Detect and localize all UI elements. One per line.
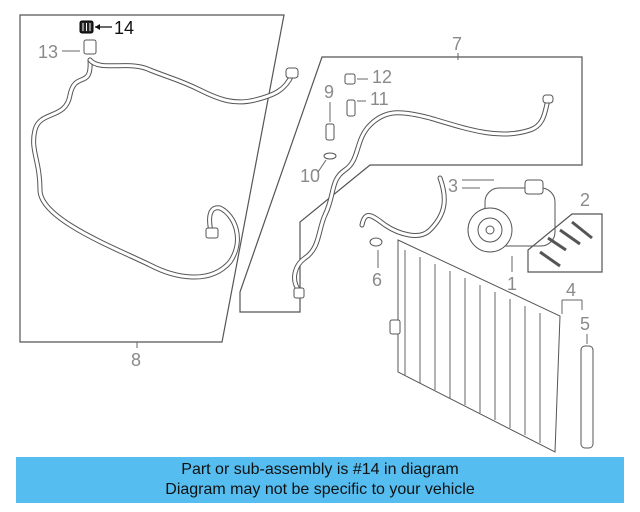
callout-5: 5	[580, 314, 590, 334]
condenser	[389, 239, 561, 453]
callout-10: 10	[300, 166, 320, 186]
bolt-2-icon	[539, 220, 593, 268]
hose-assembly-left	[31, 39, 299, 280]
drier-5-icon	[580, 345, 594, 449]
callout-11: 11	[370, 89, 389, 109]
callout-3: 3	[448, 176, 458, 196]
oring-10-icon	[323, 152, 337, 160]
callout-9: 9	[324, 82, 334, 102]
banner-line-2: Diagram may not be specific to your vehi…	[165, 481, 475, 498]
pipe-assembly-right	[292, 94, 554, 299]
callout-12: 12	[372, 67, 392, 87]
banner-line-1: Part or sub-assembly is #14 in diagram	[181, 461, 459, 478]
callout-13: 13	[38, 42, 58, 62]
info-banner: Part or sub-assembly is #14 in diagram D…	[16, 457, 624, 503]
callout-1: 1	[507, 274, 517, 294]
callout-14: 14	[114, 18, 134, 38]
callout-8: 8	[131, 350, 141, 370]
panel-hose-assembly-8	[19, 14, 285, 343]
callout-4: 4	[566, 280, 576, 300]
panel-pipe-assembly-7	[239, 56, 583, 313]
cap-12-icon	[344, 73, 356, 85]
callout-6: 6	[372, 270, 382, 290]
compressor-1	[467, 179, 556, 253]
seal-6-icon	[369, 237, 383, 247]
cap-14-icon	[79, 20, 94, 34]
bolts-box-2	[527, 213, 603, 273]
valve-11-icon	[346, 99, 356, 117]
valve-9-icon	[325, 123, 335, 141]
callout-2: 2	[580, 190, 590, 210]
callout-7: 7	[452, 34, 462, 54]
